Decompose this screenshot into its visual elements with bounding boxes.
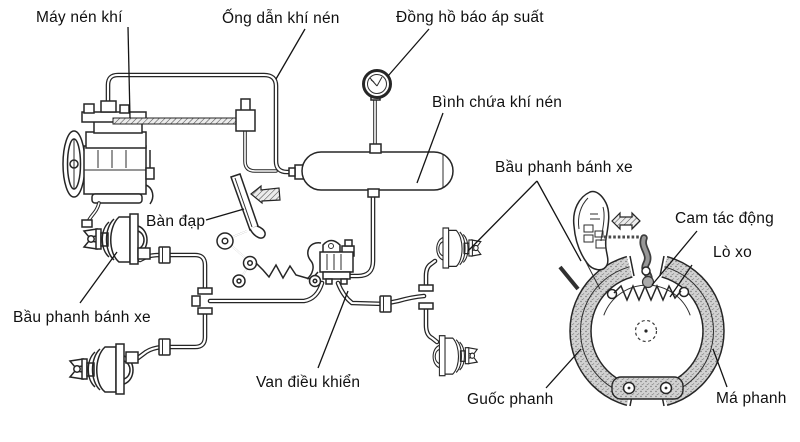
compressor-drawing (62, 100, 239, 228)
label-cam: Cam tác động (675, 210, 774, 227)
leader-lines (79, 26, 728, 389)
brake-chamber-front-right (436, 227, 482, 269)
label-brake-shoe: Guốc phanh (467, 391, 553, 408)
label-brake-chamber-right: Bầu phanh bánh xe (495, 159, 633, 176)
drum-brake-detail (558, 190, 725, 416)
brake-chamber-rear-right (432, 335, 478, 377)
pressure-gauge-drawing (362, 69, 392, 101)
air-tank-drawing (301, 143, 454, 198)
control-valve-drawing (306, 239, 355, 288)
pipe-fittings (158, 164, 434, 356)
labels: Máy nén khí Ống dẫn khí nén Đồng hồ báo … (13, 9, 787, 408)
label-spring: Lò xo (713, 244, 752, 261)
pedal-linkage-drawing (216, 173, 311, 288)
label-brake-lining: Má phanh (716, 390, 787, 407)
brake-chamber-front-left (83, 213, 151, 265)
label-air-pipe: Ống dẫn khí nén (222, 9, 340, 27)
label-brake-chamber-left: Bầu phanh bánh xe (13, 309, 151, 326)
brake-chamber-rear-left (69, 343, 139, 395)
label-pressure-gauge: Đồng hồ báo áp suất (396, 9, 544, 26)
label-compressor: Máy nén khí (36, 9, 123, 26)
label-pedal: Bàn đạp (146, 213, 205, 230)
governor-valve-drawing (235, 98, 256, 132)
label-air-tank: Bình chứa khí nén (432, 94, 562, 111)
label-control-valve: Van điều khiển (256, 374, 360, 391)
